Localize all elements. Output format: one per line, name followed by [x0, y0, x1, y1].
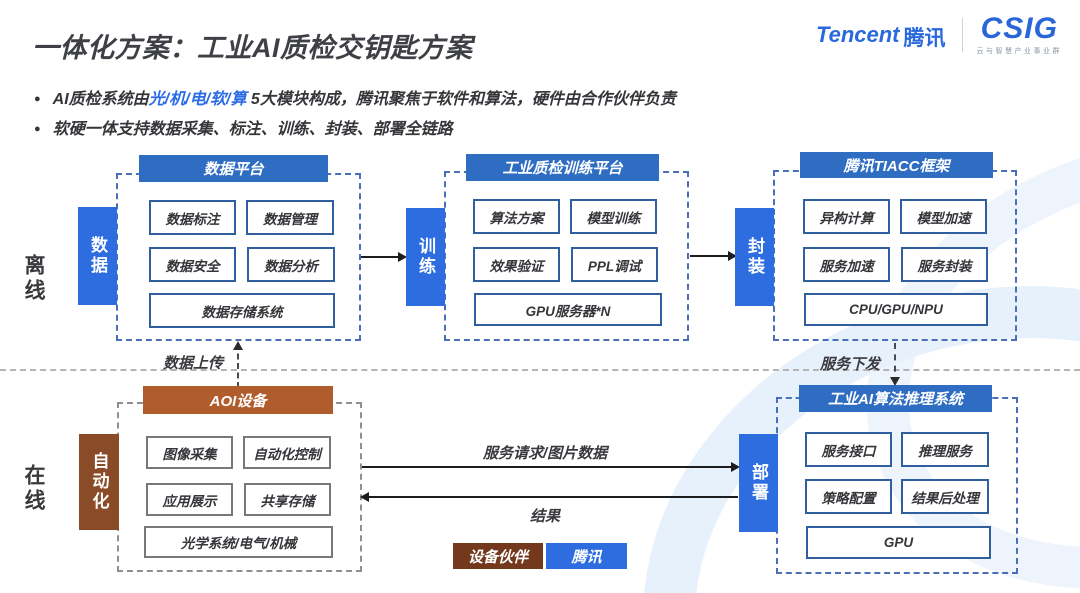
tiacc-cell-wide: CPU/GPU/NPU	[804, 293, 988, 326]
legend-device-partner: 设备伙伴	[453, 543, 543, 569]
arrow-training-to-packaging	[690, 251, 737, 261]
tiacc-cell: 服务加速	[803, 247, 890, 282]
inference-cell-wide: GPU	[806, 526, 991, 559]
aoi-cell: 自动化控制	[243, 436, 331, 469]
arrow-service-deploy	[890, 343, 900, 386]
stage-packaging: 封装	[735, 208, 774, 306]
aoi-header: AOI设备	[143, 386, 333, 414]
stage-automation: 自动化	[79, 434, 119, 530]
aoi-cell-wide: 光学系统/电气/机械	[144, 526, 333, 558]
data-platform-cell: 数据标注	[149, 200, 236, 235]
tiacc-cell: 服务封装	[901, 247, 988, 282]
page-title: 一体化方案：工业AI质检交钥匙方案	[32, 33, 473, 63]
training-platform-header: 工业质检训练平台	[466, 154, 659, 181]
arrowhead-down-icon	[890, 377, 900, 391]
inference-header: 工业AI算法推理系统	[799, 385, 992, 412]
highlighted-modules: 光/机/电/软/算	[148, 91, 247, 108]
stage-training: 训练	[406, 208, 445, 306]
data-platform-cell-wide: 数据存储系统	[149, 293, 335, 328]
arrow-result-to-aoi	[360, 492, 738, 502]
label-service-request: 服务请求/图片数据	[483, 445, 608, 462]
tiacc-cell: 模型加速	[900, 199, 987, 234]
legend-tencent: 腾讯	[546, 543, 627, 569]
inference-cell: 策略配置	[805, 479, 892, 514]
inference-cell: 结果后处理	[901, 479, 989, 514]
row-label-offline: 离线	[22, 254, 45, 304]
brand-logos: Tencent 腾讯 CSIG 云与智慧产业事业群	[816, 14, 1062, 56]
bullet-modules: ●AI质检系统由光/机/电/软/算 5大模块构成，腾讯聚焦于软件和算法，硬件由合…	[34, 91, 676, 108]
training-platform-cell: PPL调试	[571, 247, 658, 282]
bullet-chain: ●软硬一体支持数据采集、标注、训练、封装、部署全链路	[34, 121, 453, 138]
tencent-logo-cn: 腾讯	[903, 27, 946, 50]
training-platform-cell: 算法方案	[473, 199, 560, 234]
training-platform-cell: 模型训练	[570, 199, 657, 234]
stage-data: 数据	[78, 207, 117, 305]
aoi-cell: 共享存储	[244, 483, 331, 516]
csig-tagline: 云与智慧产业事业群	[976, 48, 1062, 55]
training-platform-cell: 效果验证	[473, 247, 560, 282]
arrowhead-up-icon	[233, 336, 243, 350]
label-data-upload: 数据上传	[163, 355, 224, 372]
tiacc-cell: 异构计算	[803, 199, 890, 234]
stage-deployment: 部署	[739, 434, 778, 532]
data-platform-cell: 数据安全	[149, 247, 236, 282]
training-platform-cell-wide: GPU服务器*N	[474, 293, 662, 326]
data-platform-cell: 数据分析	[247, 247, 335, 282]
arrow-request-to-deployment	[362, 462, 740, 472]
data-platform-cell: 数据管理	[246, 200, 334, 235]
aoi-cell: 应用展示	[146, 483, 233, 516]
data-platform-header: 数据平台	[139, 155, 328, 182]
inference-cell: 推理服务	[901, 432, 989, 467]
bullet-dot-icon: ●	[34, 123, 41, 135]
aoi-cell: 图像采集	[146, 436, 233, 469]
offline-online-divider	[0, 369, 1080, 371]
arrow-data-to-training	[361, 252, 407, 262]
row-label-online: 在线	[22, 464, 45, 514]
label-result: 结果	[530, 508, 561, 525]
bullet-dot-icon: ●	[34, 93, 41, 105]
inference-cell: 服务接口	[805, 432, 892, 467]
arrow-data-upload	[233, 341, 243, 388]
tencent-logo: Tencent	[815, 22, 900, 47]
tiacc-header: 腾讯TIACC框架	[800, 152, 993, 178]
logo-divider	[961, 18, 963, 52]
csig-logo: CSIG 云与智慧产业事业群	[976, 12, 1062, 56]
label-service-deploy: 服务下发	[820, 356, 881, 373]
